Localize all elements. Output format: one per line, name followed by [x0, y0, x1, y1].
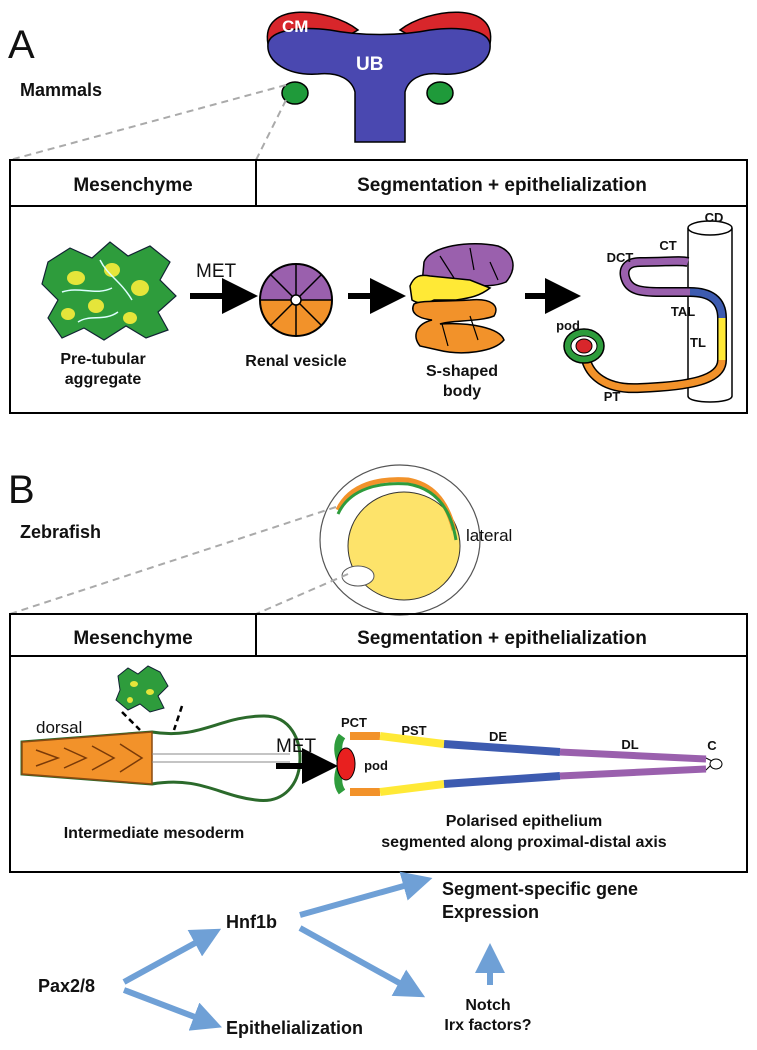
pre-tubular-aggregate-illustration — [41, 241, 177, 341]
stage3-label-line1: S-shaped — [426, 363, 498, 380]
panel-a-box — [9, 159, 748, 414]
green-aggregate-left — [281, 81, 309, 105]
met-label-a: MET — [196, 261, 237, 282]
nephron-illustration — [563, 220, 733, 403]
stage1-label-line1: Pre-tubular — [60, 351, 145, 368]
segment-gene-line1: Segment-specific gene — [442, 879, 638, 899]
s-shaped-body-illustration — [409, 243, 514, 354]
stage2-label: Renal vesicle — [245, 353, 347, 370]
c-label: C — [707, 738, 717, 753]
panel-b-letter: B — [8, 468, 35, 512]
cd-label: CD — [705, 210, 724, 225]
lateral-label: lateral — [466, 526, 512, 545]
tal-label: TAL — [671, 304, 695, 319]
ureteric-bud — [267, 27, 491, 143]
cm-label: CM — [282, 17, 308, 36]
stage3-label-line2: body — [443, 383, 481, 400]
notch-label: Notch — [465, 997, 510, 1014]
caption-line1: Polarised epithelium — [446, 813, 602, 830]
panel-a-header-right: Segmentation + epithelialization — [357, 175, 647, 196]
zoom-line-right — [255, 99, 287, 161]
green-aggregate-right — [426, 81, 454, 105]
renal-vesicle-illustration — [259, 263, 333, 337]
zebrafish-label: Zebrafish — [20, 522, 101, 542]
mammals-label: Mammals — [20, 80, 102, 100]
zoom-line-b-left — [9, 506, 337, 615]
segment-gene-line2: Expression — [442, 902, 539, 922]
pronephros-illustration — [334, 732, 723, 796]
pt-label: PT — [604, 389, 621, 404]
panel-a-header-left: Mesenchyme — [73, 175, 192, 196]
pod-label-a: pod — [556, 318, 580, 333]
panel-b-header-left: Mesenchyme — [73, 628, 192, 649]
pod-label-b: pod — [364, 758, 388, 773]
dl-label: DL — [621, 737, 638, 752]
irx-label: Irx factors? — [444, 1017, 531, 1034]
intermediate-mesoderm-illustration — [20, 665, 302, 802]
pathway-diagram — [122, 871, 505, 1031]
de-label: DE — [489, 729, 507, 744]
tl-label: TL — [690, 335, 706, 350]
panel-a-letter: A — [8, 23, 35, 67]
zebrafish-embryo-illustration — [319, 464, 481, 616]
caption-line2: segmented along proximal-distal axis — [381, 834, 667, 851]
ub-label: UB — [356, 54, 383, 75]
kidney-bud-illustration — [266, 11, 492, 143]
hnf-label: Hnf1b — [226, 912, 277, 932]
stage1-label-line2: aggregate — [65, 371, 142, 388]
epithelialization-label: Epithelialization — [226, 1018, 363, 1038]
ct-label: CT — [659, 238, 676, 253]
panel-b-header-right: Segmentation + epithelialization — [357, 628, 647, 649]
zoom-line-b-right — [255, 573, 349, 615]
dorsal-label: dorsal — [36, 718, 82, 737]
panel-b-box — [9, 613, 748, 873]
dct-label: DCT — [607, 250, 634, 265]
im-label: Intermediate mesoderm — [64, 825, 245, 842]
pst-label: PST — [401, 723, 426, 738]
pax-label: Pax2/8 — [38, 976, 95, 996]
pct-label: PCT — [341, 715, 367, 730]
met-label-b: MET — [276, 736, 317, 757]
